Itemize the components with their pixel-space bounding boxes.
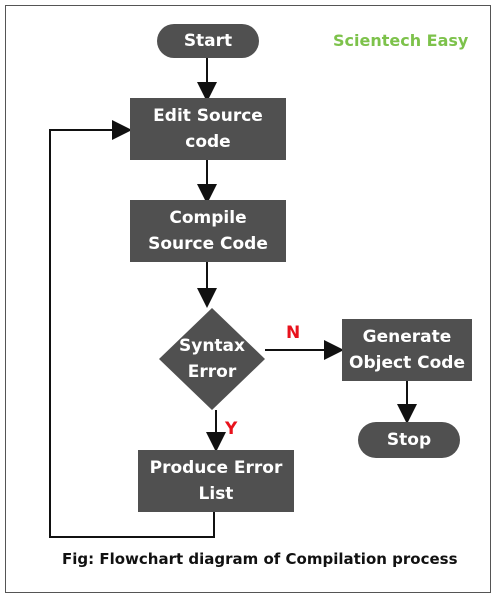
syntax-error-decision: Syntax Error (159, 308, 265, 410)
diagram-frame (5, 5, 491, 593)
start-label: Start (183, 31, 233, 51)
stop-terminal: Stop (358, 422, 460, 458)
edit-source-code-label: Edit Source code (153, 106, 263, 152)
produce-error-list-box: Produce Error List (138, 450, 294, 512)
produce-error-list-label: Produce Error List (149, 458, 283, 504)
compile-source-code-label: Compile Source Code (148, 208, 268, 254)
no-branch-label: N (286, 323, 301, 343)
yes-branch-label: Y (225, 419, 238, 439)
brand-watermark: Scientech Easy (333, 31, 469, 50)
generate-object-code-box: Generate Object Code (342, 319, 472, 381)
generate-object-code-label: Generate Object Code (349, 327, 465, 373)
stop-label: Stop (386, 430, 432, 450)
figure-caption: Fig: Flowchart diagram of Compilation pr… (62, 550, 458, 568)
loop-back-arrow (49, 120, 215, 538)
start-terminal: Start (157, 24, 259, 58)
edit-source-code-box: Edit Source code (130, 98, 286, 160)
decision-diamond-shape (159, 308, 265, 410)
syntax-error-label: Syntax Error (179, 336, 245, 382)
compile-source-code-box: Compile Source Code (130, 200, 286, 262)
